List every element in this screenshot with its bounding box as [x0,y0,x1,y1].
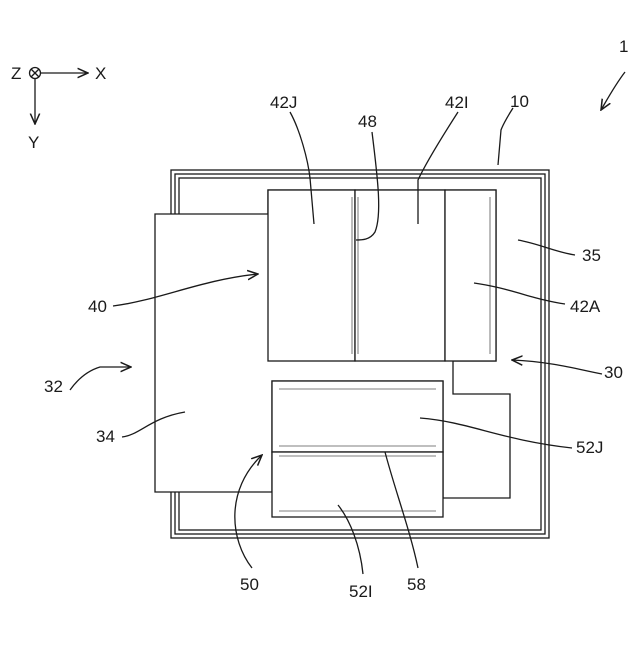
x-axis-label: X [95,64,106,83]
label-52j: 52J [576,438,603,457]
label-40: 40 [88,297,107,316]
component-42j [268,190,355,361]
label-32: 32 [44,377,63,396]
label-52i: 52I [349,582,373,601]
y-axis-label: Y [28,133,39,152]
label-30: 30 [604,363,623,382]
component-42a [445,190,496,361]
label-58: 58 [407,575,426,594]
coordinate-axes: Z X Y [11,64,106,152]
z-axis-label: Z [11,64,21,83]
label-48: 48 [358,112,377,131]
label-42a: 42A [570,297,601,316]
component-42i [355,190,445,361]
component-52i [272,452,443,517]
label-42j: 42J [270,93,297,112]
component-52j [272,381,443,452]
label-42i: 42I [445,93,469,112]
label-50: 50 [240,575,259,594]
label-34: 34 [96,427,115,446]
label-35: 35 [582,246,601,265]
label-1: 1 [619,37,628,56]
label-10: 10 [510,92,529,111]
